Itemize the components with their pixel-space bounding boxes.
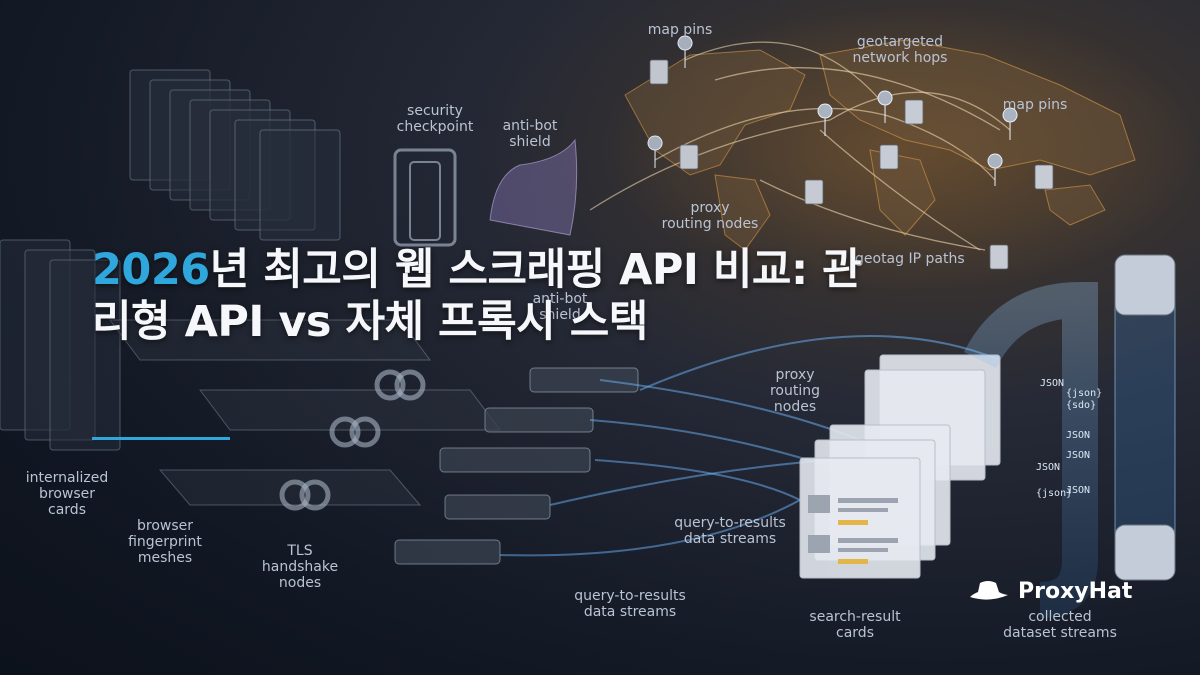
label-geotag-ip-paths: geotag IP paths xyxy=(855,251,965,267)
label-map-pins: map pins xyxy=(647,22,713,38)
json-tag: {json} xyxy=(1036,488,1073,499)
json-tag: JSON xyxy=(1036,462,1061,473)
json-tag: JSON xyxy=(1066,430,1091,441)
label-anti-bot-shield: anti-bot shield xyxy=(502,118,558,150)
label-search-result-cards: search-result cards xyxy=(809,609,901,641)
label-browser-fingerprint-meshes: browser fingerprint meshes xyxy=(128,518,202,566)
label-internalized-browser-cards: internalized browser cards xyxy=(25,470,109,518)
label-map-pins: map pins xyxy=(1002,97,1068,113)
label-proxy-routing-nodes: proxy routing nodes xyxy=(661,200,759,232)
label-collected-dataset-streams: collected dataset streams xyxy=(1003,609,1117,641)
title-underline xyxy=(92,437,230,440)
brand-logo: ProxyHat xyxy=(966,578,1132,604)
title-text: 년 최고의 웹 스크래핑 API 비교: 관리형 API vs 자체 프록시 스… xyxy=(92,245,862,347)
label-query-to-results-data-streams: query-to-results data streams xyxy=(574,588,686,620)
json-tag: JSON xyxy=(1040,378,1065,389)
label-geotargeted-network-hops: geotargeted network hops xyxy=(852,34,948,66)
hat-icon xyxy=(970,581,1008,600)
label-proxy-routing-nodes: proxy routing nodes xyxy=(769,367,821,415)
brand-name: ProxyHat xyxy=(1018,578,1133,604)
json-tag: JSON xyxy=(1066,450,1091,461)
title-year: 2026 xyxy=(92,245,210,295)
label-anti-bot-shield: anti-bot shield xyxy=(532,291,588,323)
label-tls-handshake-nodes: TLS handshake nodes xyxy=(261,543,339,591)
json-tag: {json} xyxy=(1066,388,1103,399)
label-query-to-results-data-streams: query-to-results data streams xyxy=(674,515,786,547)
label-security-checkpoint: security checkpoint xyxy=(396,103,474,135)
json-tag: {sdo} xyxy=(1066,400,1097,411)
json-tag: JSON xyxy=(1066,485,1091,496)
page-title: 2026년 최고의 웹 스크래핑 API 비교: 관리형 API vs 자체 프… xyxy=(92,244,892,348)
